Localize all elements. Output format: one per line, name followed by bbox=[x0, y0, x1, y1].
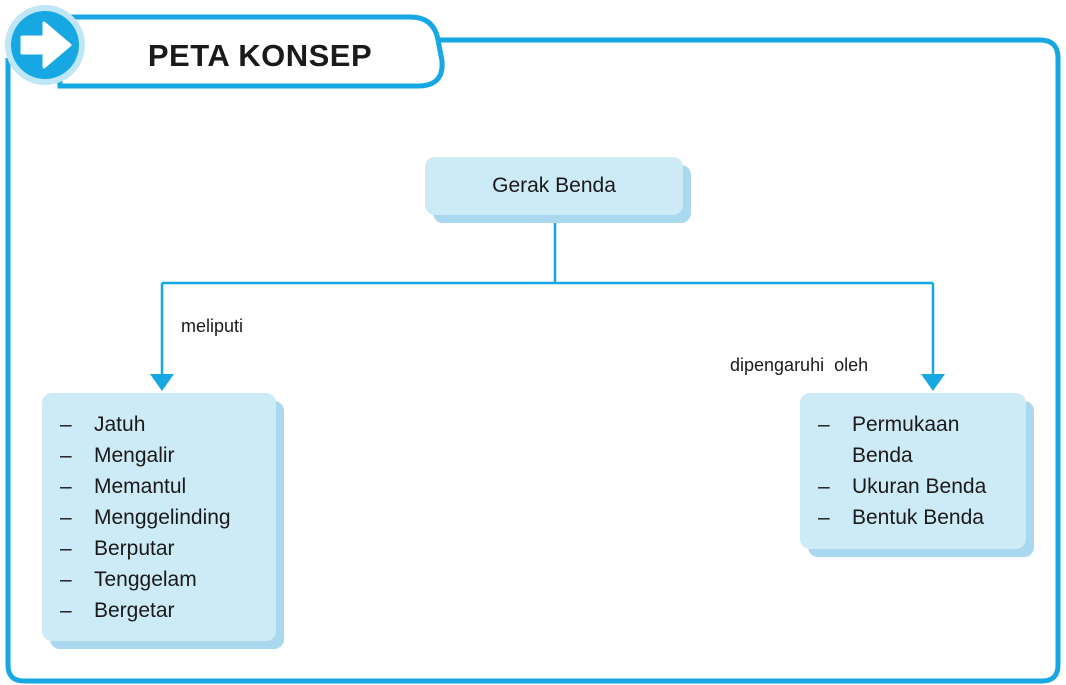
header-tab bbox=[57, 14, 445, 89]
right-list-node: –Permukaan Benda –Ukuran Benda –Bentuk B… bbox=[800, 393, 1026, 549]
arrowhead-right bbox=[921, 374, 945, 391]
list-item: –Menggelinding bbox=[60, 506, 231, 529]
right-item-list: –Permukaan Benda –Ukuran Benda –Bentuk B… bbox=[800, 393, 1026, 533]
connectors bbox=[160, 216, 935, 376]
list-item: –Bergetar bbox=[60, 599, 175, 622]
list-item: –Memantul bbox=[60, 475, 187, 498]
list-item: –Tenggelam bbox=[60, 568, 197, 591]
root-node-label: Gerak Benda bbox=[492, 174, 616, 197]
left-item-list: –Jatuh –Mengalir –Memantul –Menggelindin… bbox=[42, 393, 276, 626]
list-item: –Mengalir bbox=[60, 444, 175, 467]
arrow-right-icon bbox=[5, 5, 85, 85]
list-item: –Jatuh bbox=[60, 413, 146, 436]
relation-label-right: dipengaruhi oleh bbox=[730, 355, 869, 375]
page-title: PETA KONSEP bbox=[147, 38, 373, 73]
arrowhead-left bbox=[150, 374, 174, 391]
panel-border bbox=[5, 37, 1061, 684]
left-list-node: –Jatuh –Mengalir –Memantul –Menggelindin… bbox=[42, 393, 276, 641]
list-item: –Permukaan Benda bbox=[818, 413, 960, 467]
list-item: –Bentuk Benda bbox=[818, 506, 984, 529]
list-item: –Berputar bbox=[60, 537, 175, 560]
root-node: Gerak Benda bbox=[425, 157, 683, 215]
relation-label-left: meliputi bbox=[181, 316, 244, 336]
list-item: –Ukuran Benda bbox=[818, 475, 987, 498]
